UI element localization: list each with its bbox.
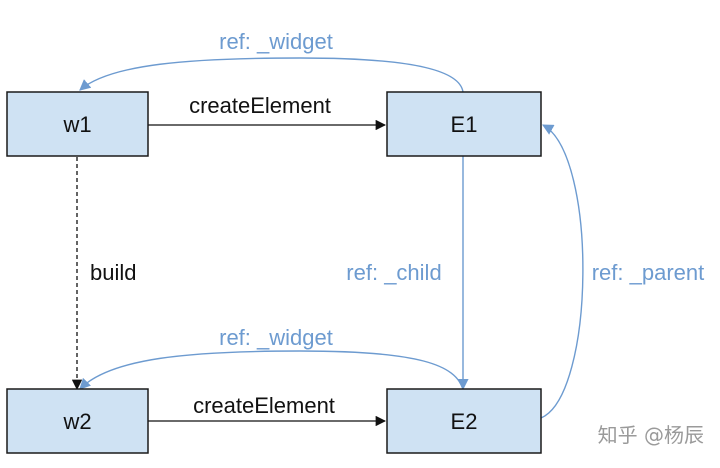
node-w1-label: w1 [62, 112, 91, 137]
node-e2-label: E2 [451, 409, 478, 434]
node-w2-label: w2 [62, 409, 91, 434]
node-w2: w2 [6, 388, 149, 454]
ref-parent-label: ref: _parent [592, 260, 705, 285]
watermark-text: 知乎 @杨辰 [598, 423, 704, 447]
node-e1: E1 [386, 91, 542, 157]
ref-widget-label-top: ref: _widget [219, 29, 333, 54]
ref-widget-arrow-top [79, 57, 464, 93]
ref-widget-arrow-bottom [79, 350, 464, 390]
build-label: build [90, 260, 136, 285]
ref-child-label: ref: _child [346, 260, 441, 285]
node-w1: w1 [6, 91, 149, 157]
ref-parent-arrow [540, 124, 584, 419]
node-e1-label: E1 [451, 112, 478, 137]
create-element-label-top: createElement [189, 93, 331, 118]
create-element-label-bottom: createElement [193, 393, 335, 418]
ref-widget-label-bottom: ref: _widget [219, 325, 333, 350]
node-e2: E2 [386, 388, 542, 454]
